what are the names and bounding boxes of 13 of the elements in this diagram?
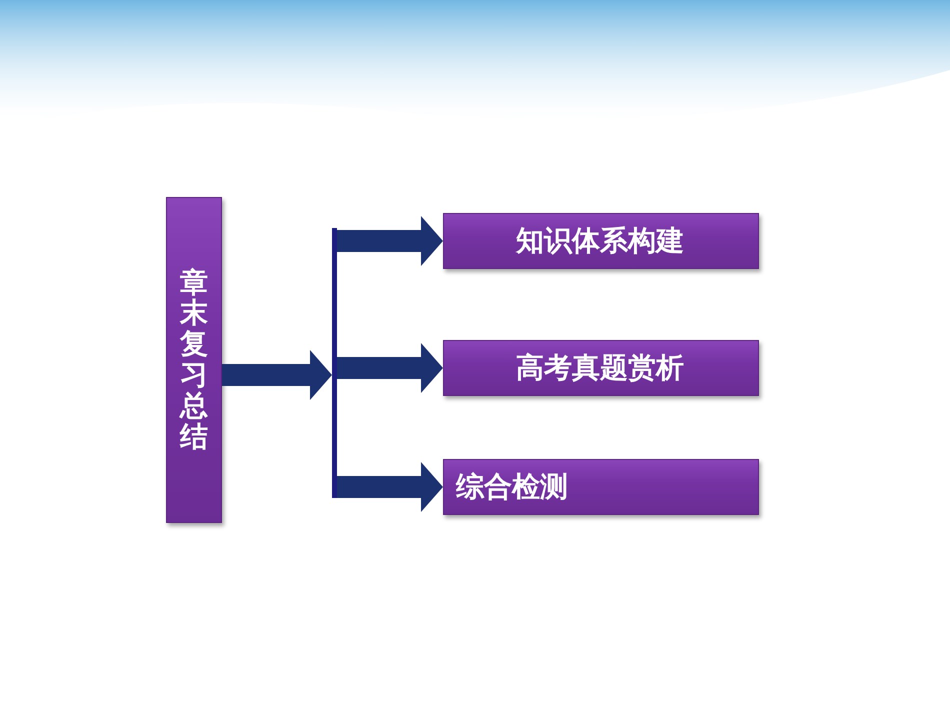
label-text: 高考真题赏析 — [516, 350, 684, 386]
title-box — [166, 197, 222, 523]
block-arrow — [337, 216, 443, 266]
block-arrow — [222, 350, 332, 400]
label-text: 综合检测 — [456, 469, 568, 505]
label-text: 章末复习总结 — [180, 268, 208, 452]
block-arrow — [337, 343, 443, 393]
topic-box — [443, 459, 759, 515]
bracket-bar — [332, 228, 337, 498]
label-text: 知识体系构建 — [516, 223, 684, 259]
topic-box — [443, 213, 759, 269]
block-arrow — [337, 462, 443, 512]
topic-box — [443, 340, 759, 396]
